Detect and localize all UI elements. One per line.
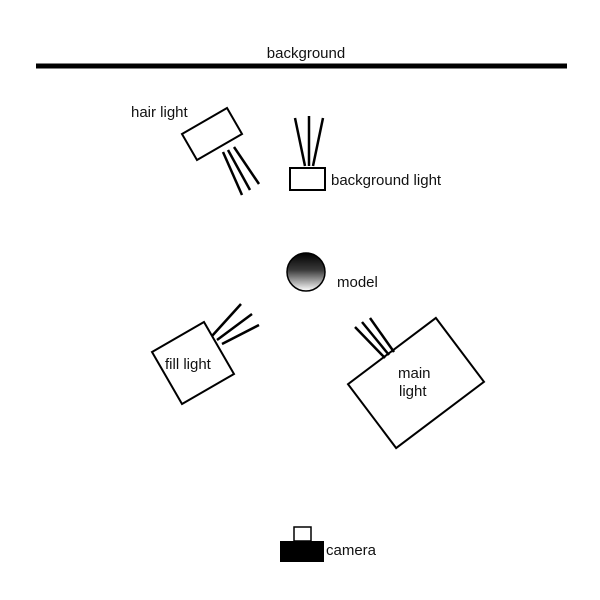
fill-light-beam bbox=[211, 303, 242, 337]
hair-light-beam bbox=[221, 151, 244, 196]
hair-light-label: hair light bbox=[131, 104, 189, 121]
main-light-label-line2: light bbox=[399, 383, 427, 400]
fill-light-box bbox=[150, 320, 236, 406]
background-light bbox=[289, 116, 326, 191]
model-label: model bbox=[337, 274, 378, 291]
hair-light bbox=[180, 106, 261, 196]
fill-light-beam bbox=[216, 312, 253, 342]
background-light-beam bbox=[311, 117, 325, 167]
main-light-beam bbox=[354, 326, 386, 359]
main-light bbox=[346, 316, 486, 450]
hair-light-box bbox=[180, 106, 244, 162]
model-figure bbox=[286, 252, 326, 292]
main-light-beam bbox=[361, 321, 390, 356]
hair-light-beam bbox=[226, 149, 252, 191]
hair-light-beam bbox=[232, 146, 261, 185]
background-light-beam bbox=[293, 117, 307, 167]
background-light-box bbox=[289, 167, 326, 191]
fill-light-beam bbox=[221, 323, 260, 346]
fill-light-label: fill light bbox=[165, 356, 212, 373]
camera-body bbox=[280, 541, 324, 562]
camera-label: camera bbox=[326, 542, 377, 559]
main-light-beam bbox=[368, 317, 396, 353]
camera-viewfinder bbox=[293, 526, 312, 542]
fill-light bbox=[150, 303, 260, 406]
background-label: background bbox=[267, 45, 345, 62]
main-light-label-line1: main bbox=[398, 365, 431, 382]
background-light-label: background light bbox=[331, 172, 442, 189]
camera bbox=[280, 526, 324, 562]
